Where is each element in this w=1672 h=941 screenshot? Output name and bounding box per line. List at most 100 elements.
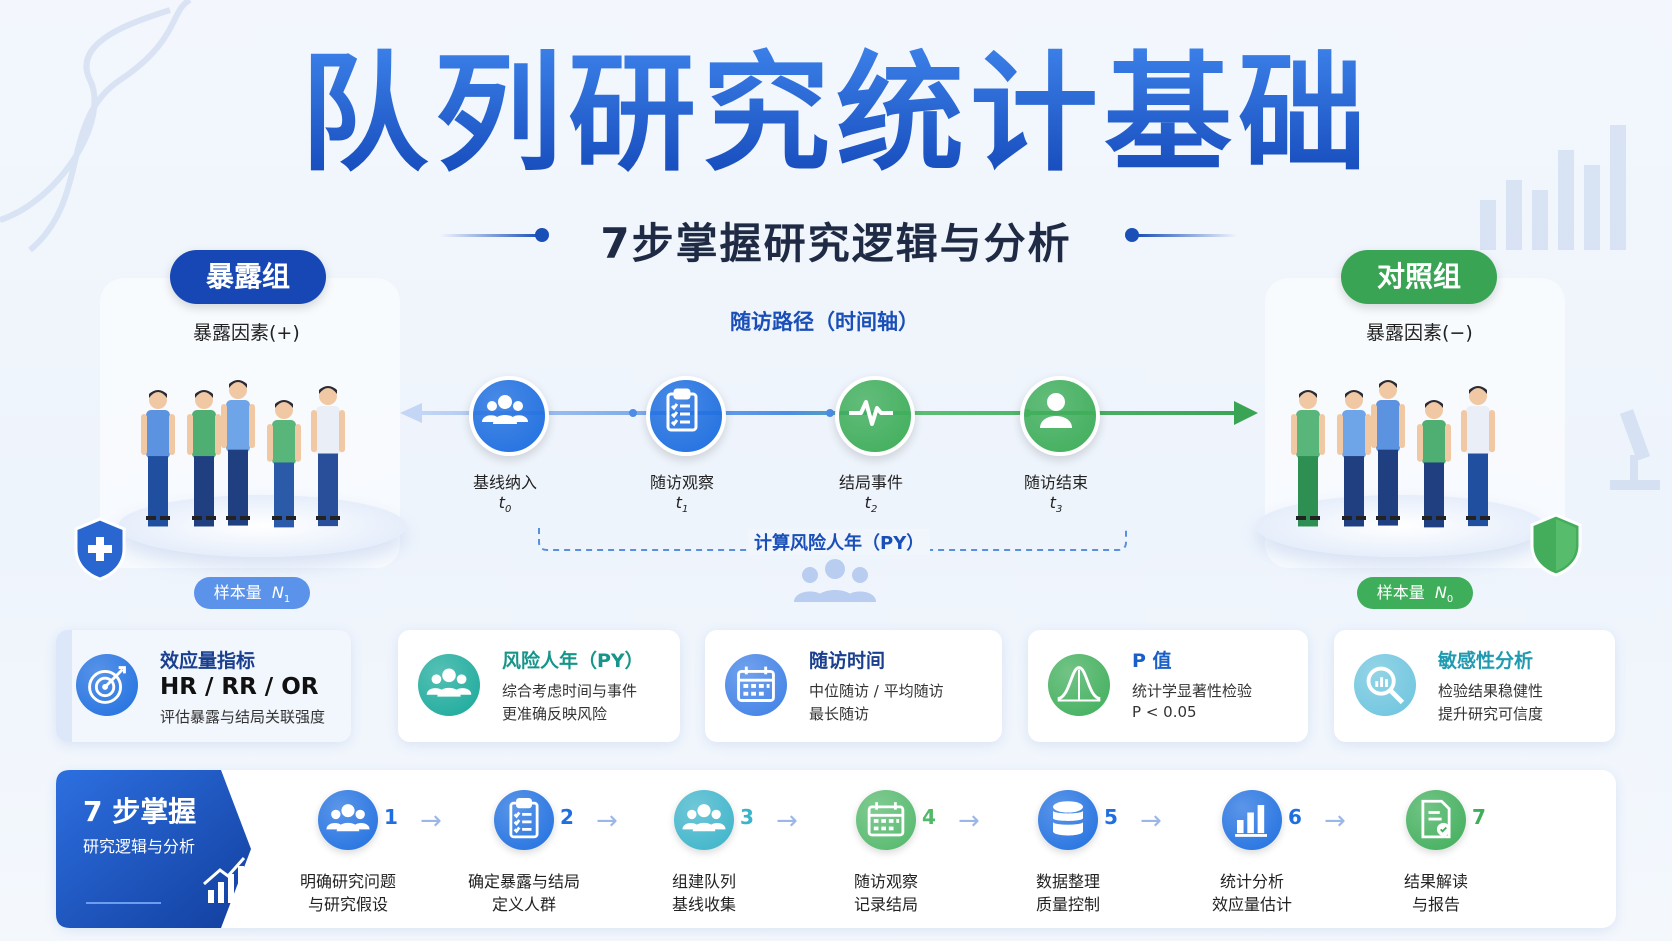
shield-check-icon — [1530, 513, 1582, 577]
metric-card-desc: 评估暴露与结局关联强度 — [160, 708, 326, 726]
people-group-icon — [794, 559, 876, 602]
metric-card-value: HR / RR / OR — [160, 674, 319, 700]
metric-card-title: 随访时间 — [809, 650, 886, 672]
step-sublabel: 效应量估计 — [1211, 895, 1292, 914]
steps-panel — [56, 770, 1616, 928]
exposed-people — [140, 368, 380, 528]
time-sub: 2 — [870, 504, 878, 516]
sample-size-var: N — [1434, 583, 1447, 602]
metric-card-desc: 提升研究可信度 — [1438, 705, 1544, 723]
person-icon — [1024, 380, 1088, 444]
magnifier-chart-icon — [1354, 654, 1416, 716]
timeline-node-time: t0 — [445, 493, 565, 515]
step-label: 组建队列 — [671, 872, 736, 891]
step-label: 确定暴露与结局 — [467, 872, 580, 891]
page-title: 队列研究统计基础 — [0, 40, 1672, 190]
timeline-node-time: t2 — [811, 493, 931, 515]
group-icon — [473, 380, 537, 444]
calendar-icon — [856, 790, 916, 850]
sample-size-label: 样本量 — [1376, 583, 1425, 602]
group-icon — [318, 790, 378, 850]
time-var: t — [675, 493, 682, 512]
clipboard-icon — [650, 380, 714, 444]
sample-size-sub: 1 — [283, 594, 291, 606]
step-number: 4 — [922, 805, 936, 829]
timeline-node-label: 随访观察 — [649, 473, 714, 492]
steps-header-banner — [56, 770, 251, 928]
step-label: 统计分析 — [1219, 872, 1284, 891]
step-number: 1 — [384, 805, 398, 829]
step-label: 随访观察 — [853, 872, 918, 891]
step-number: 3 — [740, 805, 754, 829]
arrow-right-icon: → — [776, 806, 798, 836]
arrow-right-icon: → — [958, 806, 980, 836]
step-sublabel: 与研究假设 — [307, 895, 388, 914]
exposed-factor-label: 暴露因素(+) — [193, 322, 300, 344]
group-icon — [674, 790, 734, 850]
clipboard-icon — [494, 790, 554, 850]
metric-card-title: 效应量指标 — [160, 650, 256, 672]
metric-card-title: 敏感性分析 — [1438, 650, 1534, 672]
step-sublabel: 基线收集 — [671, 895, 736, 914]
time-var: t — [498, 493, 505, 512]
py-label: 计算风险人年（PY） — [748, 529, 931, 555]
timeline-node-label: 结局事件 — [838, 473, 903, 492]
group-icon — [418, 654, 480, 716]
page-subtitle: 7步掌握研究逻辑与分析 — [600, 219, 1072, 268]
metric-card-desc: 更准确反映风险 — [502, 705, 608, 723]
control-group-tag: 对照组 — [1341, 250, 1497, 304]
step-number: 7 — [1472, 805, 1486, 829]
timeline-node-label: 基线纳入 — [472, 473, 537, 492]
database-icon — [1038, 790, 1098, 850]
microscope-decoration — [1610, 409, 1660, 490]
timeline-node — [1020, 376, 1100, 456]
calendar-icon — [725, 654, 787, 716]
sample-size-label: 样本量 — [213, 583, 262, 602]
time-sub: 0 — [504, 504, 512, 516]
step-sublabel: 定义人群 — [491, 895, 556, 914]
metric-card-desc: P < 0.05 — [1132, 703, 1197, 721]
sample-size-sub: 0 — [1446, 594, 1454, 606]
arrow-right-icon: → — [420, 806, 442, 836]
time-var: t — [864, 493, 871, 512]
subtitle-right-line — [1137, 234, 1237, 237]
subtitle-left-dot — [535, 228, 549, 242]
metric-card-title: 风险人年（PY） — [502, 650, 644, 672]
metric-card-desc: 统计学显著性检验 — [1132, 682, 1253, 700]
time-sub: 1 — [681, 504, 689, 516]
heartbeat-icon — [839, 380, 903, 444]
shield-plus-icon — [74, 517, 126, 581]
report-icon — [1406, 790, 1466, 850]
step-label: 数据整理 — [1035, 872, 1100, 891]
exposed-sample-size: 样本量 N1 — [194, 577, 310, 609]
timeline-node — [646, 376, 726, 456]
step-sublabel: 质量控制 — [1035, 895, 1100, 914]
step-sublabel: 与报告 — [1411, 895, 1460, 914]
bar-chart-decoration — [1480, 125, 1626, 250]
steps-header-title: 7 步掌握 — [83, 795, 197, 828]
time-sub: 3 — [1055, 504, 1063, 516]
metric-card-desc: 中位随访 / 平均随访 — [809, 682, 944, 700]
metric-card-desc: 检验结果稳健性 — [1438, 682, 1544, 700]
control-people — [1290, 368, 1530, 528]
arrow-right-icon: → — [1324, 806, 1346, 836]
step-label: 结果解读 — [1403, 872, 1468, 891]
metric-card: 风险人年（PY） 综合考虑时间与事件更准确反映风险 — [398, 630, 680, 742]
timeline-node — [835, 376, 915, 456]
step-number: 2 — [560, 805, 574, 829]
time-var: t — [1049, 493, 1056, 512]
step-number: 6 — [1288, 805, 1302, 829]
control-factor-label: 暴露因素(−) — [1366, 322, 1473, 344]
sample-size-var: N — [271, 583, 284, 602]
target-icon — [76, 654, 138, 716]
bar-chart-icon — [1222, 790, 1282, 850]
timeline-node-time: t1 — [622, 493, 742, 515]
metric-card: 敏感性分析检验结果稳健性提升研究可信度 — [1334, 630, 1615, 742]
exposed-group-tag: 暴露组 — [170, 250, 326, 304]
arrow-right-icon: → — [596, 806, 618, 836]
metric-card-desc: 最长随访 — [809, 705, 870, 723]
step-sublabel: 记录结局 — [853, 895, 918, 914]
metric-card-desc: 综合考虑时间与事件 — [502, 682, 638, 700]
